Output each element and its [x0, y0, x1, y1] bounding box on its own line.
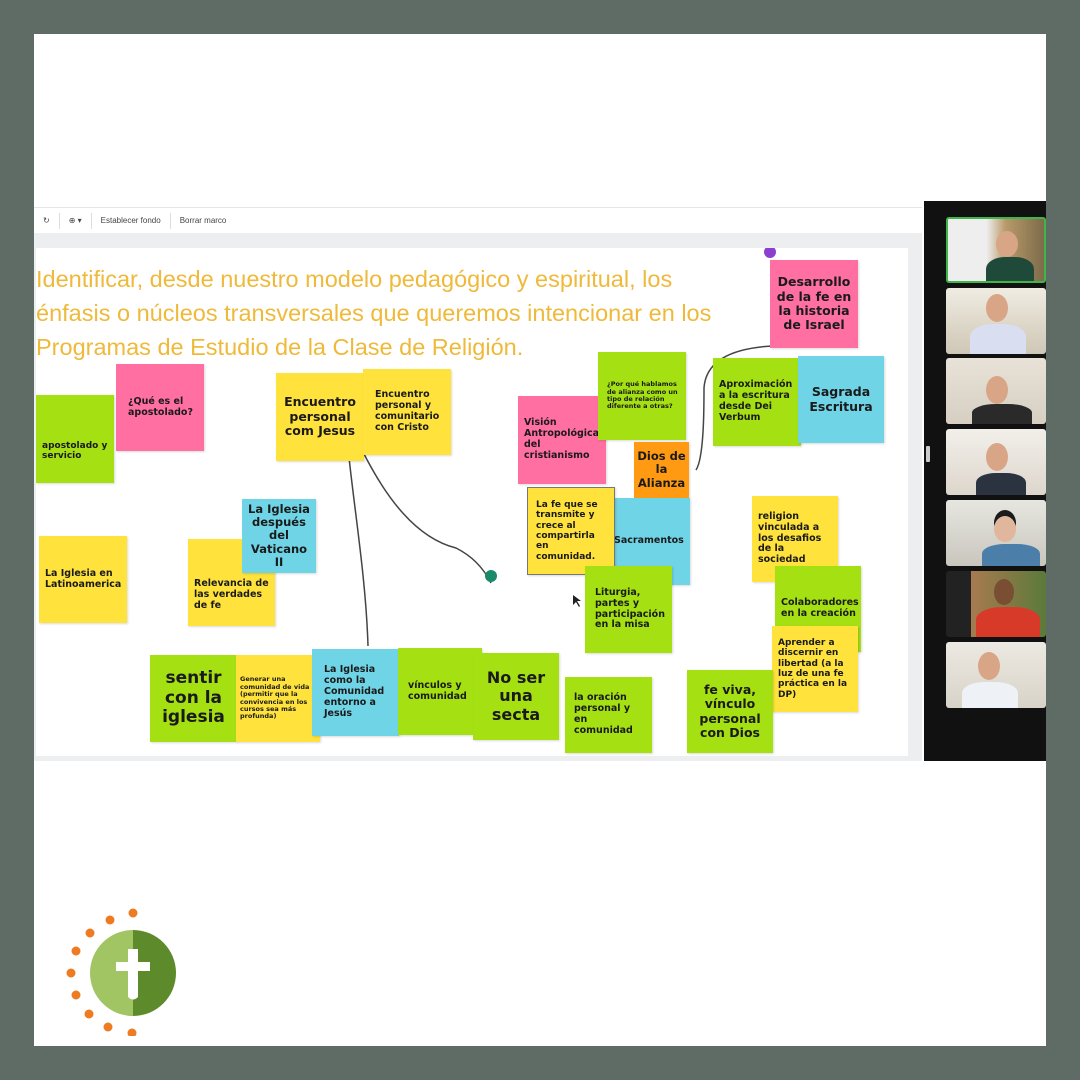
sticky-note[interactable]: Visión Antropológica del cristianismo — [518, 396, 606, 484]
sticky-note[interactable]: Dios de la Alianza — [634, 442, 689, 498]
whiteboard-toolbar: ↻ ⊕ ▾ Establecer fondo Borrar marco — [34, 207, 922, 233]
user-cursor-pin — [485, 570, 497, 582]
sticky-note[interactable]: apostolado y servicio — [36, 395, 114, 483]
whiteboard-frame[interactable]: Identificar, desde nuestro modelo pedagó… — [36, 248, 908, 756]
sticky-note[interactable]: la oración personal y en comunidad — [565, 677, 652, 753]
participant-video-tile[interactable] — [946, 358, 1046, 424]
user-cursor-pin — [764, 248, 776, 258]
participant-video-tile[interactable] — [946, 288, 1046, 354]
sticky-note[interactable]: La Iglesia como la Comunidad entorno a J… — [312, 649, 399, 736]
sticky-note[interactable]: fe viva, vínculo personal con Dios — [687, 670, 773, 753]
redo-button[interactable]: ↻ — [34, 212, 60, 229]
ink-line — [347, 447, 369, 647]
organization-logo — [66, 908, 176, 1036]
sticky-note[interactable]: Generar una comunidad de vida (permitir … — [236, 655, 320, 742]
sticky-note[interactable]: Encuentro personal y comunitario con Cri… — [363, 369, 451, 455]
participant-video-tile[interactable] — [946, 642, 1046, 708]
sticky-note[interactable]: Aprender a discernir en libertad (a la l… — [772, 626, 858, 712]
sticky-note[interactable]: La Iglesia en Latinoamerica — [39, 536, 127, 623]
mouse-pointer-icon — [573, 595, 581, 607]
sticky-note[interactable]: No ser una secta — [473, 653, 559, 740]
sticky-note[interactable]: La fe que se transmite y crece al compar… — [527, 487, 615, 575]
sticky-note[interactable]: vínculos y comunidad — [398, 648, 482, 735]
sticky-note[interactable]: Desarrollo de la fe en la historia de Is… — [770, 260, 858, 348]
whiteboard-canvas: Identificar, desde nuestro modelo pedagó… — [34, 233, 922, 761]
sticky-note[interactable]: ¿Por qué hablamos de alianza como un tip… — [598, 352, 686, 440]
participants-panel — [924, 201, 1046, 761]
sticky-note[interactable]: La Iglesia después del Vaticano II — [242, 499, 316, 573]
sticky-note[interactable]: Aproximación a la escritura desde Dei Ve… — [713, 358, 801, 446]
sticky-note[interactable]: sentir con la iglesia — [150, 655, 237, 742]
cross-icon — [116, 949, 150, 1000]
participant-video-tile[interactable] — [946, 217, 1046, 283]
sticky-note[interactable]: Sagrada Escritura — [798, 356, 884, 443]
zoom-icon: ⊕ — [68, 216, 76, 225]
sticky-note[interactable]: Encuentro personal com Jesus — [276, 373, 364, 461]
zoom-button[interactable]: ⊕ ▾ — [60, 212, 92, 229]
clear-frame-button[interactable]: Borrar marco — [179, 216, 227, 225]
participant-video-tile[interactable] — [946, 500, 1046, 566]
sticky-note[interactable]: ¿Qué es el apostolado? — [116, 364, 204, 451]
post-frame: ↻ ⊕ ▾ Establecer fondo Borrar marco Iden… — [34, 34, 1046, 1046]
board-title: Identificar, desde nuestro modelo pedagó… — [36, 266, 712, 360]
panel-resize-handle[interactable] — [926, 446, 930, 462]
set-background-button[interactable]: Establecer fondo — [92, 212, 171, 229]
participant-video-tile[interactable] — [946, 429, 1046, 495]
sticky-note[interactable]: Liturgia, partes y participación en la m… — [585, 566, 672, 653]
ink-line — [361, 449, 492, 584]
participant-video-tile[interactable] — [946, 571, 1046, 637]
